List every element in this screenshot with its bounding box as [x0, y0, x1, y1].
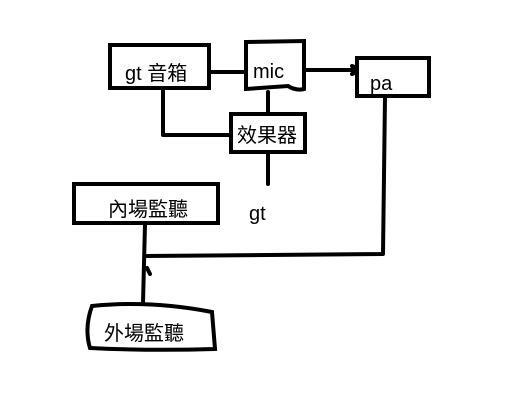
outer-monitor-label: 外場監聽: [104, 322, 184, 345]
node-labels: gt 音箱 mic pa 效果器 gt 內場監聽 外場監聽: [104, 61, 393, 345]
effects-label: 效果器: [237, 124, 297, 147]
inner-monitor-label: 內場監聽: [108, 198, 188, 221]
connector-inner-monitor-down: [141, 222, 147, 305]
node-boxes: [72, 38, 431, 352]
effects-box: [229, 112, 307, 154]
gt-speaker-label: gt 音箱: [125, 62, 187, 85]
outer-monitor-box: [85, 302, 218, 352]
connector-gt-speaker-to-effects: [161, 88, 233, 137]
connector-pa-down-to-junction: [143, 95, 387, 258]
mic-label: mic: [253, 61, 284, 83]
mic-box: [244, 38, 306, 92]
gt-speaker-box: [108, 43, 211, 90]
inner-monitor-box: [72, 182, 220, 225]
gt-label: gt: [249, 203, 266, 225]
pa-box: [355, 56, 431, 98]
pa-label: pa: [370, 73, 393, 95]
connector-junction-tick: [145, 266, 152, 276]
